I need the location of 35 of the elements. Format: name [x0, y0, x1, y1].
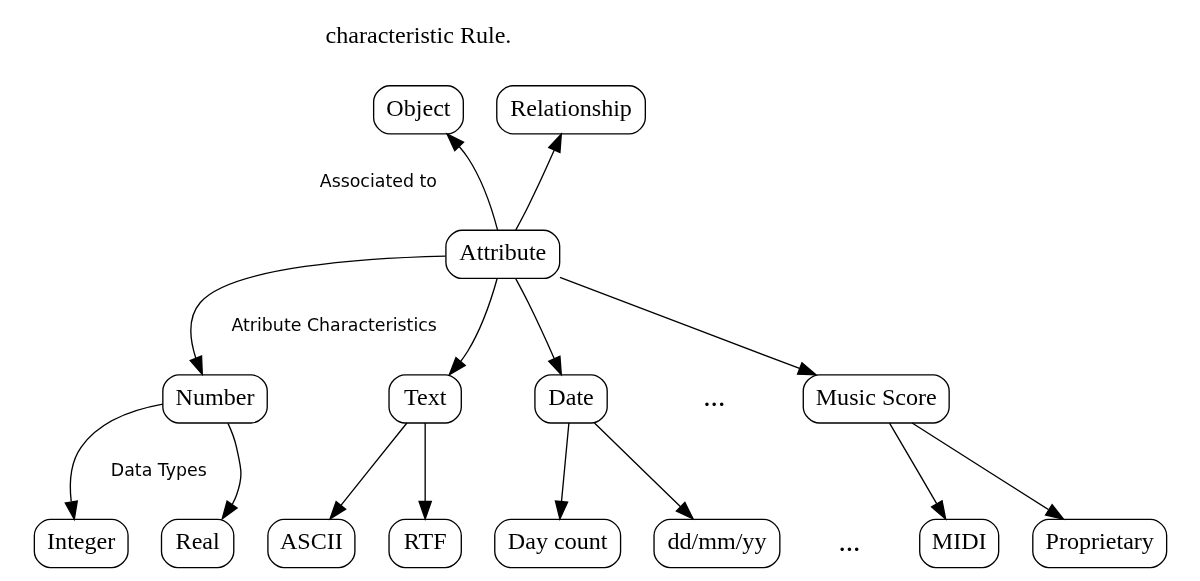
- arrow: [63, 403, 163, 522]
- label: Atribute Characteristics: [230, 315, 437, 336]
- node-box: Day count: [493, 518, 621, 569]
- arrow: [514, 278, 562, 377]
- node-box: Real: [160, 518, 234, 569]
- node-box: Object: [372, 85, 464, 135]
- arrow: [328, 422, 408, 521]
- node-box: Attribute: [444, 229, 560, 280]
- node-box: Integer: [33, 518, 129, 569]
- arrow: [445, 132, 498, 231]
- label: Associated to: [319, 170, 437, 191]
- arrow: [593, 422, 695, 521]
- node-box: Proprietary: [1031, 518, 1167, 569]
- label: characteristic Rule.: [325, 22, 511, 49]
- node-box: ASCII: [266, 518, 356, 569]
- node-box: dd/mm/yy: [652, 518, 780, 569]
- arrow: [888, 422, 947, 521]
- label: Data Types: [110, 459, 207, 480]
- node-box: RTF: [387, 518, 462, 569]
- node-box: MIDI: [918, 518, 999, 569]
- node-box: Relationship: [495, 85, 646, 135]
- arrow: [910, 422, 1065, 521]
- arrow: [558, 276, 818, 376]
- arrow: [220, 422, 242, 521]
- label: ...: [837, 524, 860, 557]
- arrow: [554, 422, 570, 521]
- node-box: Number: [161, 374, 268, 424]
- arrow: [417, 422, 432, 521]
- arrow: [188, 255, 446, 377]
- arrow: [514, 132, 562, 231]
- node-box: Music Score: [802, 374, 950, 424]
- arrow: [447, 278, 498, 377]
- node-box: Date: [533, 374, 608, 424]
- label: ...: [702, 380, 725, 413]
- node-box: Text: [387, 374, 462, 424]
